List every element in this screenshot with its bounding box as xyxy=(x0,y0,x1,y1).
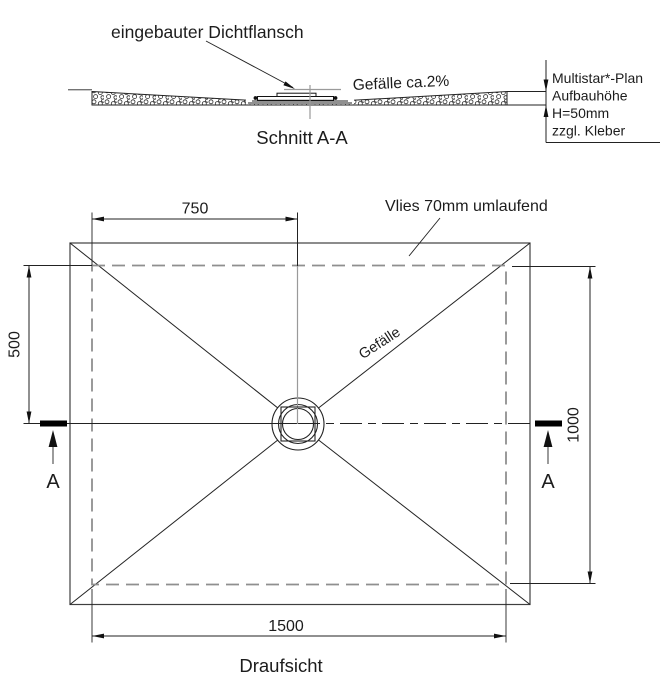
slope-diagonal-bottom-right xyxy=(297,423,531,605)
vlies-label: Vlies 70mm umlaufend xyxy=(385,198,548,215)
dimension-1500: 1500 xyxy=(91,589,507,643)
section-letter-left: A xyxy=(46,471,60,493)
height-arrow-up xyxy=(543,105,549,117)
slope-diagonal-top-right xyxy=(297,242,531,425)
vlies-dashed-rect xyxy=(91,264,507,586)
dim500-arrow-bottom xyxy=(26,411,32,424)
vlies-leader-line xyxy=(408,217,441,257)
section-arrowhead-left xyxy=(48,430,58,447)
height-note-line-1: Multistar*-Plan xyxy=(552,70,643,86)
section-cut-bar-right xyxy=(535,420,562,427)
section-slope-label: Gefälle ca.2% xyxy=(352,73,449,94)
dim750-value: 750 xyxy=(182,201,209,218)
plan-caption: Draufsicht xyxy=(239,655,322,676)
dim1000-arrow-bottom xyxy=(587,571,593,584)
dimension-500: 500 xyxy=(7,265,92,424)
height-note-line-2: Aufbauhöhe xyxy=(552,88,628,104)
flange-leader-arrowhead xyxy=(283,81,295,89)
flange-plate-upper xyxy=(276,92,317,97)
plan-view: 750 500 1000 1500 xyxy=(7,198,596,676)
flange-leader-line xyxy=(205,40,294,88)
slope-diagonal-top-left xyxy=(69,242,299,425)
dim500-arrow-top xyxy=(26,265,32,278)
dim1500-arrow-right xyxy=(494,633,506,639)
height-arrow-down xyxy=(543,79,549,92)
drain-square xyxy=(280,406,316,442)
flange-label: eingebauter Dichtflansch xyxy=(111,22,304,42)
plan-slope-label: Gefälle xyxy=(356,324,403,362)
section-marker-left: A xyxy=(40,420,67,493)
height-note-line-4: zzgl. Kleber xyxy=(552,123,625,139)
flange-dot-left xyxy=(253,96,258,100)
height-dimension: Multistar*-Plan Aufbauhöhe H=50mm zzgl. … xyxy=(507,60,660,143)
slope-diagonal-bottom-left xyxy=(69,423,299,605)
flange-plate-lower xyxy=(257,96,334,101)
dim1000-value: 1000 xyxy=(566,407,583,443)
dim1000-arrow-top xyxy=(587,266,593,279)
section-view: eingebauter Dichtflansch Gefälle ca.2% S… xyxy=(68,22,660,148)
dimension-1000: 1000 xyxy=(510,266,596,584)
section-letter-right: A xyxy=(541,471,555,493)
dim1500-arrow-left xyxy=(92,633,104,639)
dim750-arrow-left xyxy=(92,216,104,222)
dim750-arrow-right xyxy=(285,216,298,222)
section-arrowhead-right xyxy=(543,430,553,447)
dim1500-value: 1500 xyxy=(268,618,304,635)
dimension-750: 750 xyxy=(91,201,298,266)
section-marker-right: A xyxy=(535,420,562,493)
section-cut-bar-left xyxy=(40,420,67,427)
dim500-value: 500 xyxy=(7,331,24,358)
height-note-line-3: H=50mm xyxy=(552,105,609,121)
flange-dot-right xyxy=(333,96,338,100)
section-caption: Schnitt A-A xyxy=(256,127,348,148)
